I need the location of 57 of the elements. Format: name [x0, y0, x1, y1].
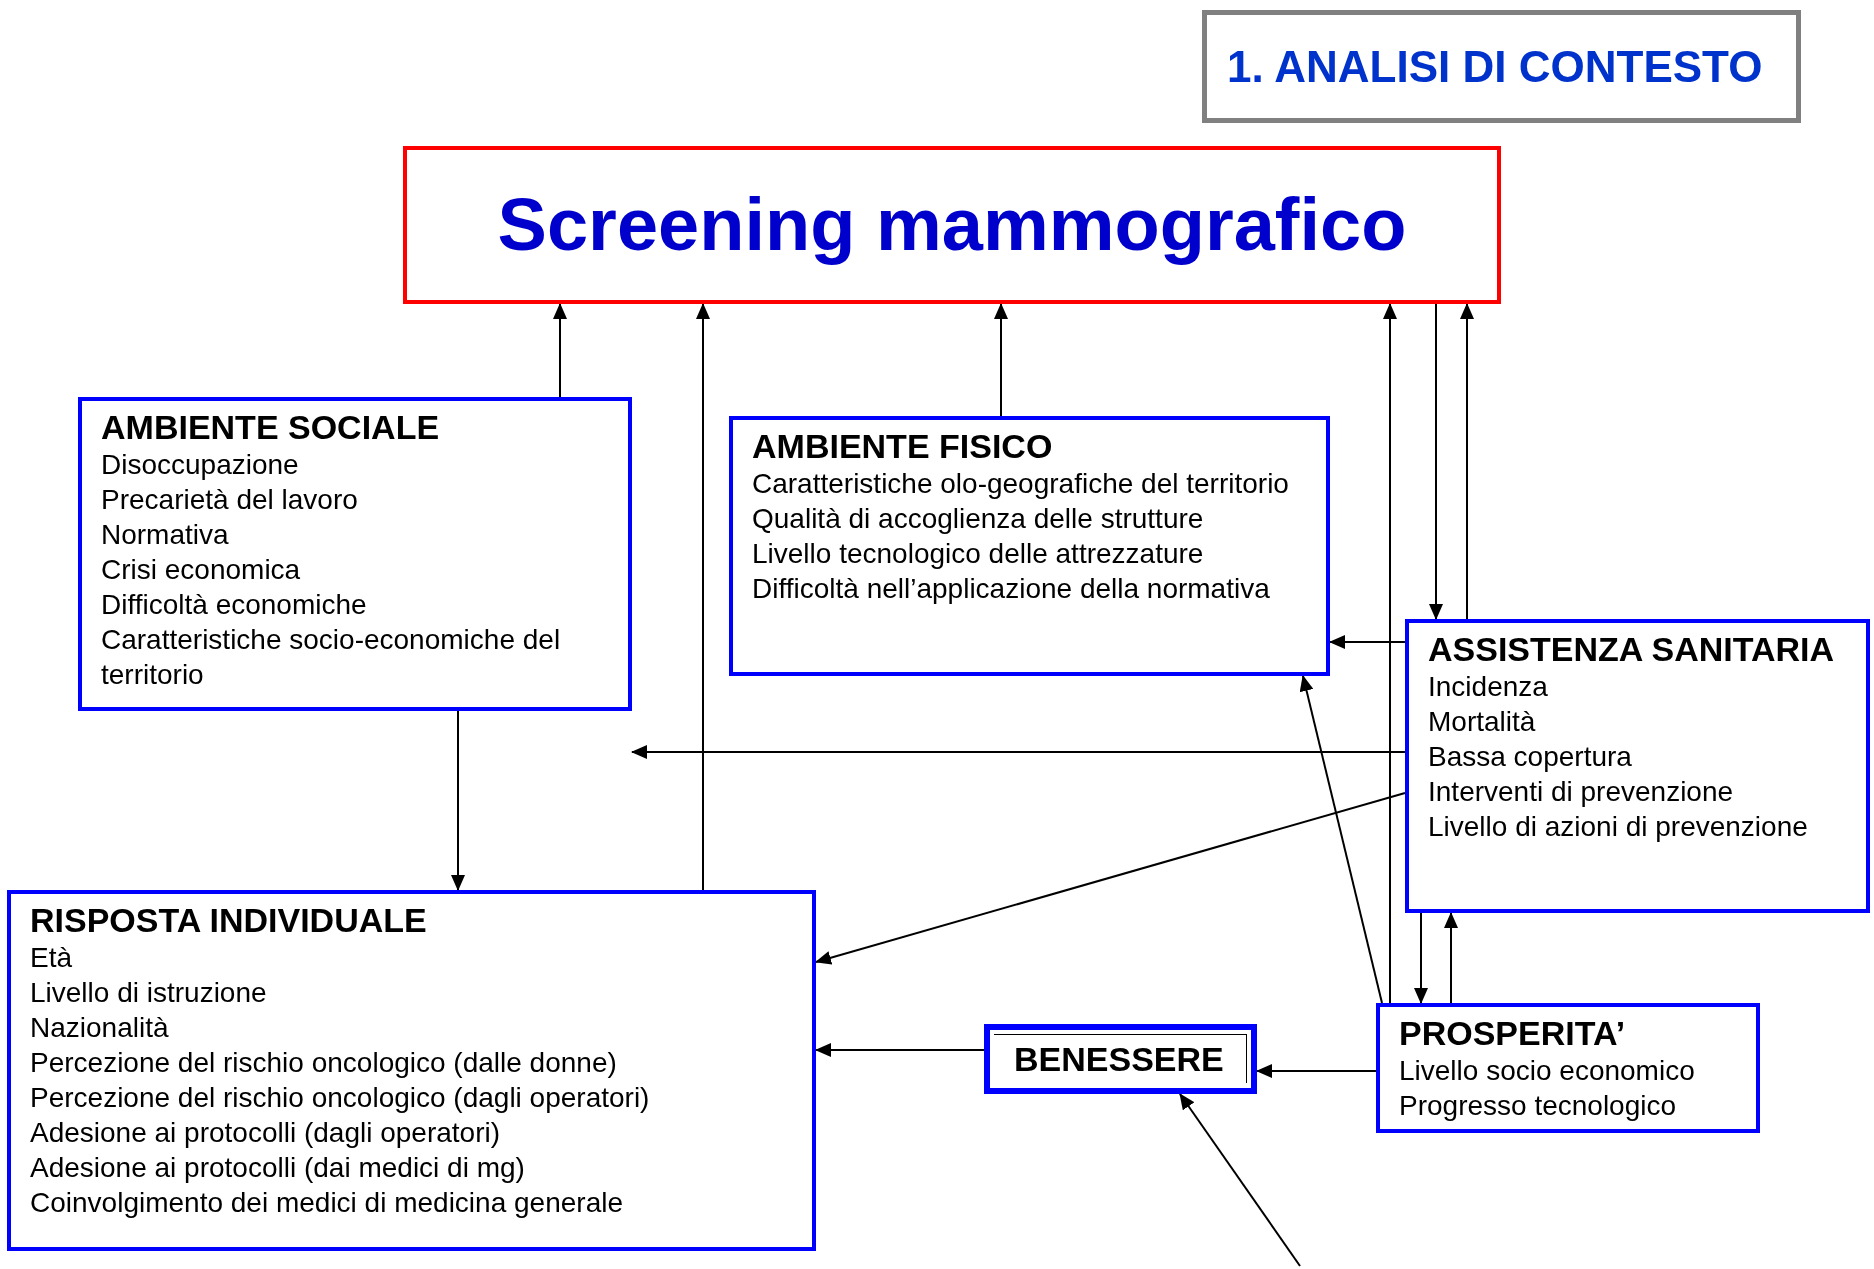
text-box	[729, 416, 1330, 676]
box-text-line: Caratteristiche socio-economiche del territorio	[101, 623, 562, 692]
box-text-line: Livello di istruzione	[30, 976, 268, 1010]
box-text-line: Percezione del rischio oncologico (dalle donne)	[30, 1046, 618, 1080]
arrow	[1383, 303, 1397, 1004]
box-text-line: Incidenza	[1428, 670, 1549, 704]
box-heading: 1. ANALISI DI CONTESTO	[1227, 41, 1763, 93]
box-text-line: Livello tecnologico delle attrezzature	[752, 537, 1205, 571]
box-heading: ASSISTENZA SANITARIA	[1428, 629, 1836, 669]
text-box	[1405, 619, 1870, 913]
box-text-line: Qualità di accoglienza delle strutture	[752, 502, 1205, 536]
arrow	[1460, 303, 1474, 620]
text-box	[1202, 10, 1801, 123]
arrow	[1256, 1064, 1377, 1078]
text-box	[7, 890, 816, 1251]
text-box	[403, 146, 1501, 304]
box-text-line: Difficoltà economiche	[101, 588, 368, 622]
box-text-line: Coinvolgimento dei medici di medicina generale	[30, 1186, 624, 1220]
box-text-line: Livello di azioni di prevenzione	[1428, 810, 1809, 844]
text-box	[78, 397, 632, 711]
arrow	[451, 710, 465, 891]
box-text-line: Crisi economica	[101, 553, 302, 587]
arrow	[1414, 912, 1428, 1004]
box-text-line: Nazionalità	[30, 1011, 170, 1045]
box-text-line: Adesione ai protocolli (dai medici di mg)	[30, 1151, 526, 1185]
arrow	[815, 792, 1406, 965]
box-text-line: Disoccupazione	[101, 448, 300, 482]
box-text-line: Precarietà del lavoro	[101, 483, 359, 517]
box-text-line: Interventi di prevenzione	[1428, 775, 1735, 809]
arrow	[1329, 635, 1406, 649]
box-heading: AMBIENTE FISICO	[752, 426, 1054, 466]
text-box	[1376, 1003, 1760, 1133]
arrow	[1299, 675, 1383, 1004]
box-text-line: Bassa copertura	[1428, 740, 1633, 774]
box-heading: RISPOSTA INDIVIDUALE	[30, 900, 428, 940]
arrow	[696, 303, 710, 891]
arrow	[1179, 1093, 1301, 1267]
box-text-line: Adesione ai protocolli (dagli operatori)	[30, 1116, 502, 1150]
arrow	[631, 745, 1406, 759]
arrow	[553, 303, 567, 398]
box-heading: Screening mammografico	[497, 181, 1407, 268]
box-text-line: Mortalità	[1428, 705, 1537, 739]
box-heading: PROSPERITA’	[1399, 1013, 1627, 1053]
arrow	[1444, 912, 1458, 1004]
text-box	[984, 1024, 1257, 1094]
arrow	[1429, 303, 1443, 620]
arrow	[815, 1043, 985, 1057]
box-text-line: Età	[30, 941, 74, 975]
box-text-line: Livello socio economico	[1399, 1054, 1696, 1088]
box-text-line: Progresso tecnologico	[1399, 1089, 1678, 1123]
box-heading: BENESSERE	[994, 1034, 1247, 1083]
box-text-line: Percezione del rischio oncologico (dagli operatori)	[30, 1081, 651, 1115]
box-text-line: Normativa	[101, 518, 230, 552]
box-text-line: Difficoltà nell’applicazione della normativa	[752, 572, 1271, 606]
arrow	[994, 303, 1008, 417]
box-text-line: Caratteristiche olo-geografiche del territorio	[752, 467, 1290, 501]
box-heading: AMBIENTE SOCIALE	[101, 407, 441, 447]
